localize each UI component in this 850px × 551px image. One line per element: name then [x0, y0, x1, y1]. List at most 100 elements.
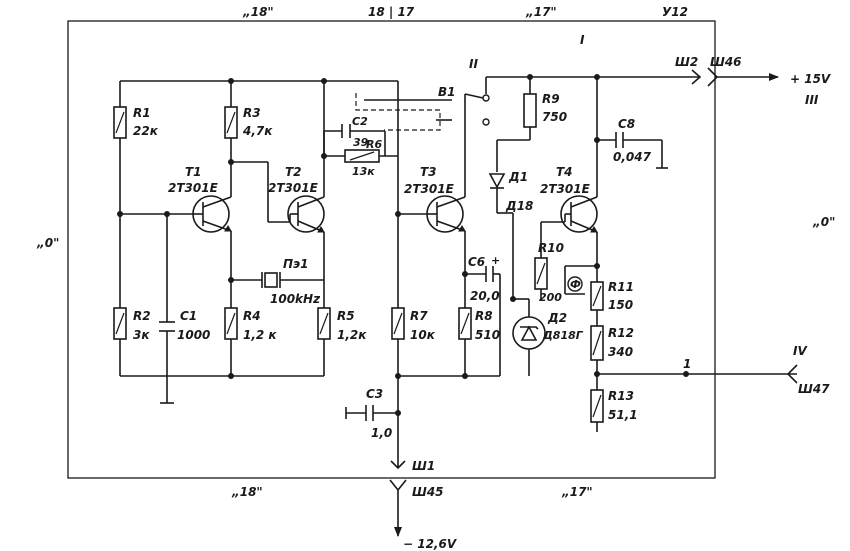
c2-ref: C2 — [352, 115, 368, 128]
d1-val: Д18 — [505, 199, 533, 213]
pot-phi-label: Ф — [570, 278, 581, 291]
c6-plus: + — [491, 254, 500, 267]
r6-ref: R6 — [366, 138, 382, 151]
board-frame — [67, 20, 716, 479]
r9-ref: R9 — [542, 92, 560, 106]
connector-w45: Ш45 − 12,6V — [389, 479, 458, 551]
r7-ref: R7 — [410, 309, 428, 323]
c6-ref: C6 — [468, 255, 485, 269]
diode-d1: Д1 Д18 — [488, 170, 533, 213]
quartz-resonator-pe1: Пэ1 100kHz — [261, 257, 321, 306]
zener-diode-d2: Д2 Д818Г — [512, 311, 584, 350]
resistor-r5: R5 1,2к — [317, 307, 367, 342]
connector-w47: Ш47 — [786, 364, 830, 396]
resistor-r1: R1 22к — [113, 106, 159, 139]
resistor-r4: R4 1,2 к — [224, 307, 277, 342]
pe1-ref: Пэ1 — [283, 257, 309, 271]
r10-ref: R10 — [538, 241, 564, 255]
supply-plus-label: + 15V — [790, 72, 832, 86]
switch-b1: В1 — [438, 85, 490, 126]
c8-ref: C8 — [618, 117, 635, 131]
r1-val: 22к — [133, 124, 159, 138]
node-1-label: 1 — [683, 357, 691, 371]
c6-val: 20,0 — [470, 289, 500, 303]
r12-val: 340 — [608, 345, 633, 359]
pe1-val: 100kHz — [270, 292, 321, 306]
capacitor-c2: C2 39 — [341, 115, 369, 149]
transistor-t4: T4 2Т301Е — [540, 165, 598, 233]
zone-label-right: „0" — [812, 215, 835, 229]
c3-ref: C3 — [366, 387, 383, 401]
potentiometer-r11: Ф R11 150 — [567, 276, 634, 312]
r8-val: 510 — [475, 328, 500, 342]
r11-ref: R11 — [608, 280, 634, 294]
capacitor-c1: C1 1000 — [159, 309, 210, 342]
marker-iv: IV — [793, 344, 808, 358]
resistor-r2: R2 3к — [113, 307, 151, 342]
zone-label-top-center: 18 | 17 — [368, 5, 415, 19]
t4-ref: T4 — [556, 165, 573, 179]
zone-label-bottom-left: „18" — [231, 485, 263, 499]
resistor-r12: R12 340 — [590, 325, 634, 361]
c2-val: 39 — [353, 136, 369, 149]
r8-ref: R8 — [475, 309, 493, 323]
c8-val: 0,047 — [613, 150, 652, 164]
zone-label-top-left: „18" — [242, 5, 274, 19]
marker-iii: III — [805, 93, 819, 107]
transistor-t2: T2 2Т301Е — [268, 165, 325, 233]
c3-val: 1,0 — [371, 426, 392, 440]
link-b1 — [355, 93, 441, 131]
r4-ref: R4 — [243, 309, 261, 323]
resistor-r13: R13 51,1 — [590, 389, 638, 423]
capacitor-c3: C3 1,0 — [365, 387, 392, 440]
b1-ref: В1 — [438, 85, 456, 99]
capacitor-c6: + C6 20,0 — [468, 254, 500, 303]
r4-val: 1,2 к — [243, 328, 277, 342]
t4-val: 2Т301Е — [540, 182, 591, 196]
c1-ref: C1 — [180, 309, 197, 323]
connector-w46: Ш46 + 15V — [707, 55, 832, 87]
resistor-r9: R9 750 — [523, 92, 567, 128]
w46-label: Ш46 — [710, 55, 742, 69]
w2-label: Ш2 — [675, 55, 698, 69]
r1-ref: R1 — [133, 106, 151, 120]
r12-ref: R12 — [608, 326, 634, 340]
d2-ref: Д2 — [547, 311, 567, 325]
r13-ref: R13 — [608, 389, 634, 403]
r7-val: 10к — [410, 328, 436, 342]
junction-dots — [117, 74, 689, 416]
r3-val: 4,7к — [242, 124, 273, 138]
w47-label: Ш47 — [798, 382, 830, 396]
section-label: I — [580, 33, 585, 47]
r2-ref: R2 — [133, 309, 151, 323]
r3-ref: R3 — [243, 106, 261, 120]
zone-label-top-right: „17" — [525, 5, 557, 19]
transistor-t1: T1 2Т301Е — [168, 165, 232, 233]
connector-w2: Ш2 — [675, 55, 702, 85]
zone-label-left: „0" — [36, 236, 59, 250]
c1-val: 1000 — [177, 328, 210, 342]
t2-ref: T2 — [285, 165, 302, 179]
r5-ref: R5 — [337, 309, 355, 323]
resistor-r3: R3 4,7к — [224, 106, 273, 139]
block-id: У12 — [662, 5, 688, 19]
r2-val: 3к — [133, 328, 150, 342]
w45-label: Ш45 — [412, 485, 444, 499]
r11-val: 150 — [608, 298, 633, 312]
t2-val: 2Т301Е — [268, 181, 319, 195]
d2-val: Д818Г — [542, 329, 584, 342]
d1-ref: Д1 — [508, 170, 528, 184]
r10-val: 200 — [539, 291, 562, 304]
r9-val: 750 — [542, 110, 567, 124]
resistor-r6: R6 13к — [344, 138, 382, 178]
zone-label-bottom-right: „17" — [561, 485, 593, 499]
resistor-r8: R8 510 — [458, 307, 500, 342]
wiring — [119, 76, 797, 455]
r6-val: 13к — [352, 165, 375, 178]
w1-label: Ш1 — [412, 459, 435, 473]
supply-minus-label: − 12,6V — [403, 537, 458, 551]
marker-ii: II — [469, 57, 478, 71]
r13-val: 51,1 — [608, 408, 638, 422]
resistor-r10: R10 200 — [534, 241, 564, 304]
